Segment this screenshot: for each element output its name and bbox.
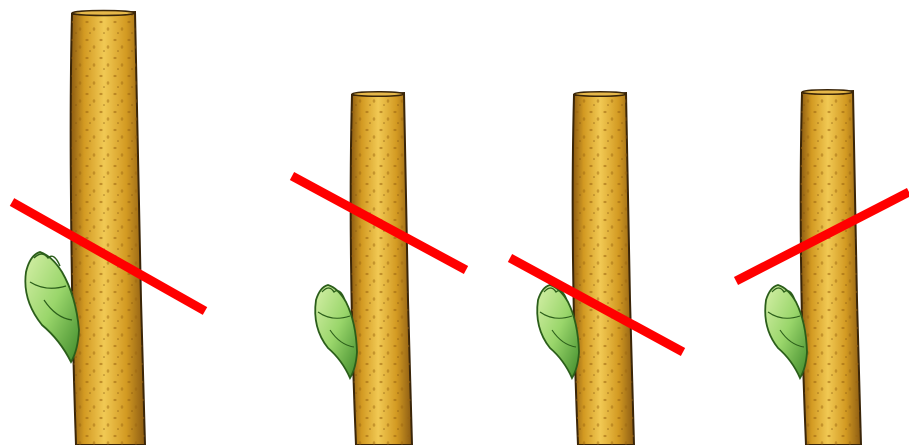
stem-4: [801, 90, 861, 445]
stem-1: [71, 11, 145, 445]
panel-4: [736, 90, 909, 445]
stem-2: [351, 92, 412, 445]
stem-3: [573, 92, 634, 445]
panel-1: [12, 11, 205, 445]
stem-top-1: [72, 11, 135, 16]
stem-top-3: [574, 92, 626, 97]
stem-top-2: [352, 92, 404, 97]
panel-3: [510, 92, 683, 445]
stem-top-4: [802, 90, 853, 95]
panel-2: [292, 92, 466, 445]
